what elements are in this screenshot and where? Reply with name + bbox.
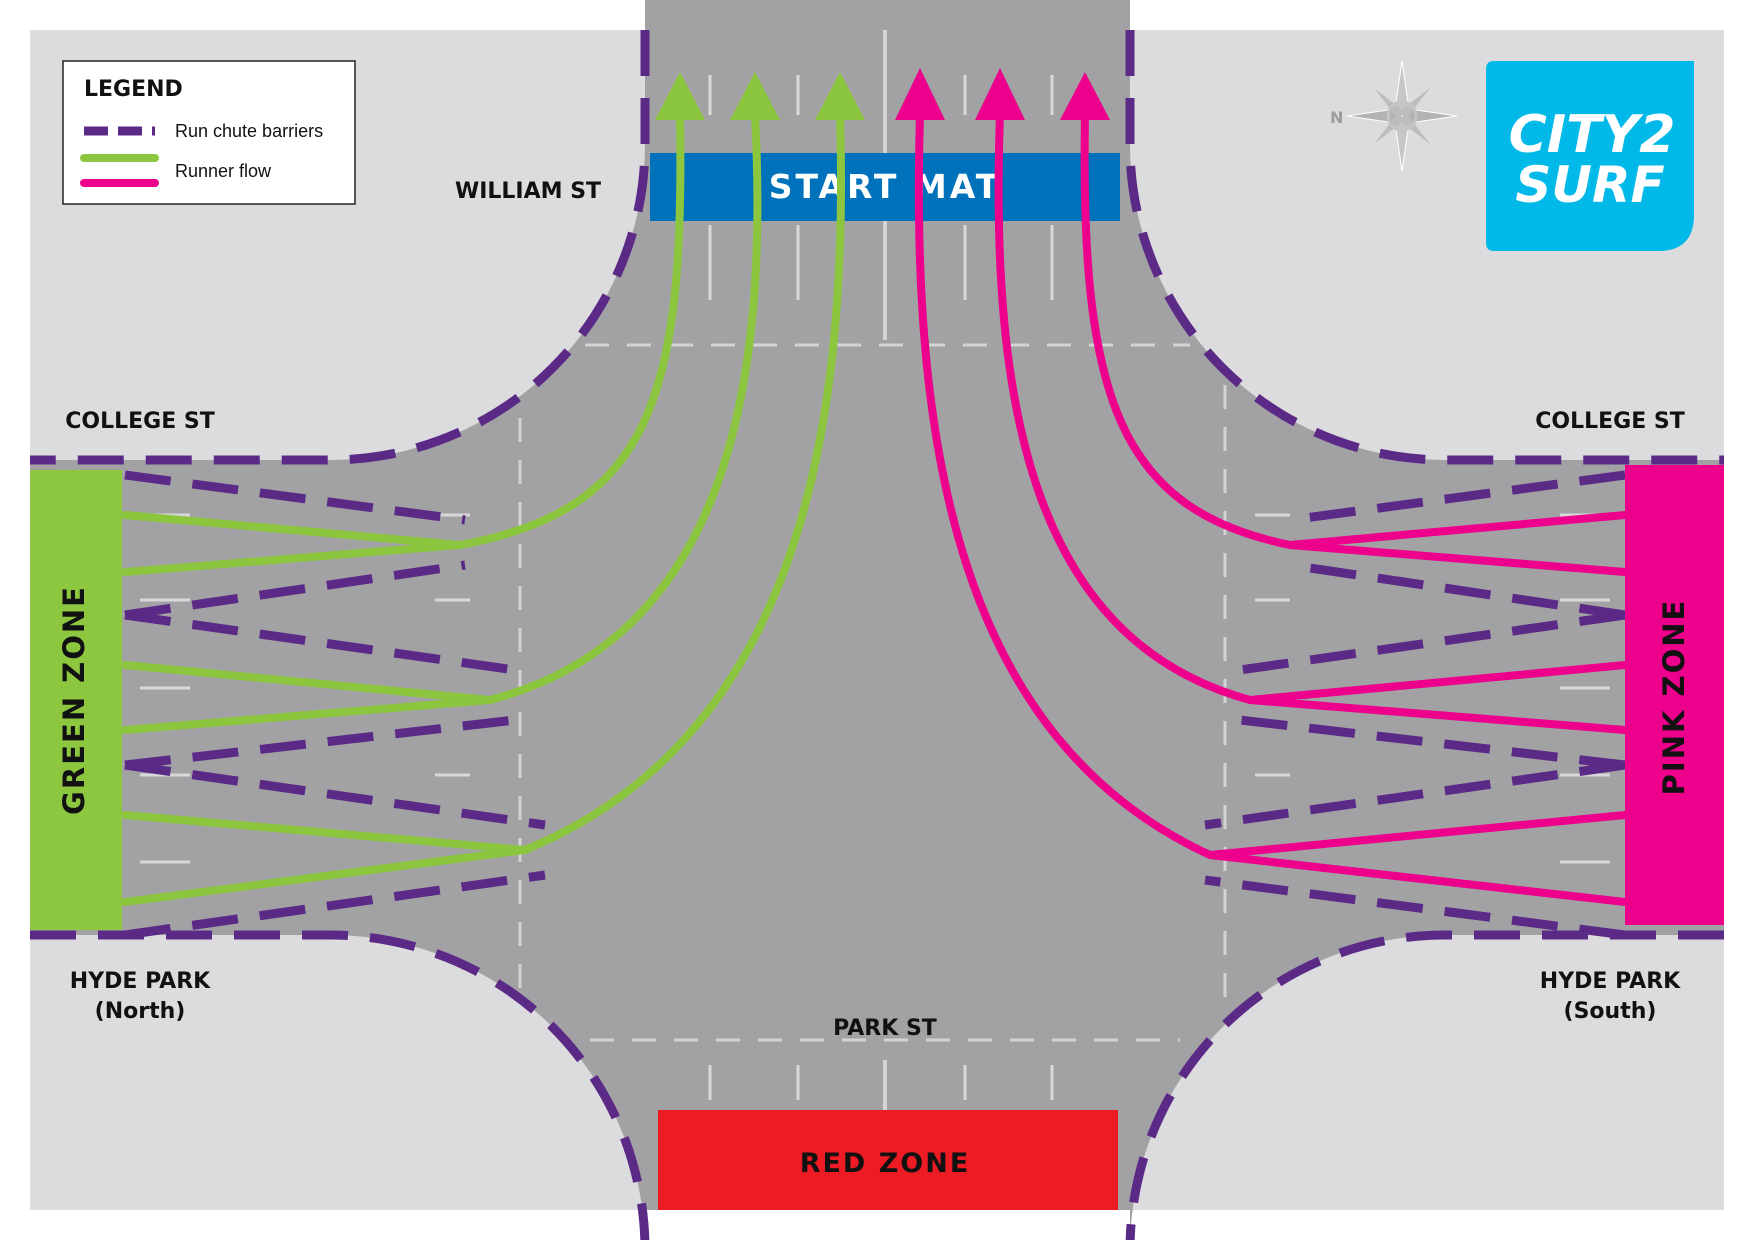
green-runner-flow: [121, 111, 846, 906]
pink-zone: PINK ZONE: [1625, 465, 1724, 925]
street-label-west: COLLEGE ST: [65, 409, 215, 434]
red-zone-label: RED ZONE: [800, 1148, 971, 1179]
compass-icon: [1346, 60, 1458, 172]
legend-title: LEGEND: [84, 77, 183, 102]
lane-ticks-west: [140, 513, 470, 864]
green-arrowheads: [655, 72, 865, 120]
hyde-park-south-label: HYDE PARK: [1540, 969, 1681, 994]
red-zone: RED ZONE: [658, 1110, 1118, 1210]
legend: LEGEND Run chute barriers Runner flow: [62, 60, 356, 205]
start-mat: START MAT: [650, 153, 1120, 221]
lane-markings: [518, 30, 1227, 1120]
hyde-park-south-sublabel: (South): [1564, 999, 1657, 1024]
compass-north-label: N: [1330, 108, 1343, 127]
hyde-park-north-sublabel: (North): [95, 999, 186, 1024]
hyde-park-north-label: HYDE PARK: [70, 969, 211, 994]
start-mat-label: START MAT: [769, 167, 1002, 206]
city2surf-logo: CITY2 SURF: [1486, 61, 1694, 251]
lane-ticks-south: [708, 1065, 1054, 1100]
street-label-south: PARK ST: [833, 1016, 937, 1041]
street-label-north: WILLIAM ST: [455, 179, 601, 204]
legend-barrier-label: Run chute barriers: [175, 121, 323, 141]
logo-line1: CITY2: [1509, 105, 1676, 165]
pink-zone-label: PINK ZONE: [1657, 599, 1691, 796]
green-zone-label: GREEN ZONE: [57, 585, 91, 815]
run-chute-barriers: [30, 30, 1724, 1240]
pink-arrowheads: [895, 68, 1110, 120]
pink-runner-flow: [914, 111, 1629, 906]
logo-line2: SURF: [1515, 156, 1664, 214]
street-label-east: COLLEGE ST: [1535, 409, 1685, 434]
green-zone: GREEN ZONE: [30, 470, 122, 930]
lane-ticks-north: [708, 75, 1054, 300]
legend-flow-label: Runner flow: [175, 161, 272, 181]
